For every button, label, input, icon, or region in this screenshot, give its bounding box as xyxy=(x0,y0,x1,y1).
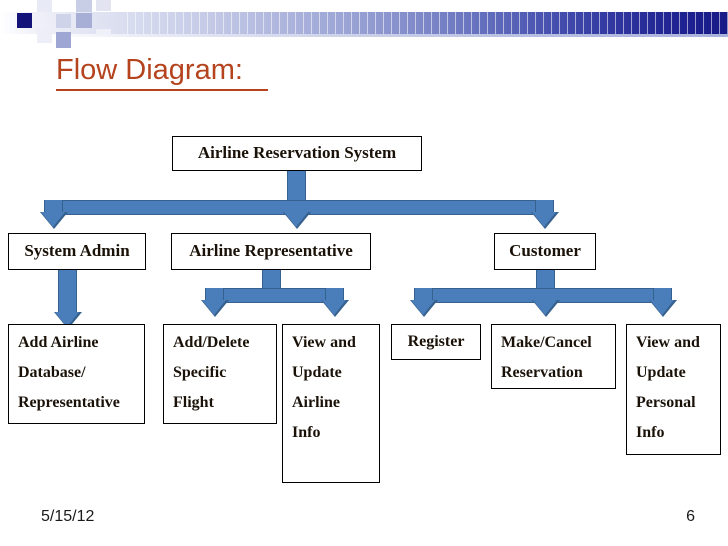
connector-stem-add-airline-db xyxy=(58,270,77,314)
node-view-update-airline-info[interactable]: View and Update Airline Info xyxy=(282,324,380,483)
connector-stem-system-admin xyxy=(44,200,63,214)
connector-stem-airline-rep xyxy=(262,270,281,292)
header-dark-square-decoration xyxy=(17,13,32,28)
node-line: Add Airline xyxy=(18,334,99,351)
page-title-underline xyxy=(56,89,268,91)
node-register[interactable]: Register xyxy=(391,324,481,360)
node-line: Personal xyxy=(636,394,696,411)
page-title: Flow Diagram: xyxy=(56,54,243,86)
connector-stem-customer-down xyxy=(536,270,555,292)
node-line: Specific xyxy=(173,364,227,381)
node-line: Make/Cancel xyxy=(501,334,592,351)
node-airline-representative[interactable]: Airline Representative xyxy=(171,233,371,270)
node-line: View and xyxy=(292,334,356,351)
node-line: Update xyxy=(292,364,342,381)
node-line: Flight xyxy=(173,394,214,411)
node-add-delete-specific-flight[interactable]: Add/Delete Specific Flight xyxy=(163,324,277,424)
node-add-airline-database[interactable]: Add Airline Database/ Representative xyxy=(8,324,145,424)
node-view-update-personal-info[interactable]: View and Update Personal Info xyxy=(626,324,721,455)
footer-page-number: 6 xyxy=(686,508,695,525)
node-line: Reservation xyxy=(501,364,583,381)
header-square-decoration xyxy=(56,14,71,28)
header-square-decoration xyxy=(76,0,92,12)
node-line: Info xyxy=(292,424,321,441)
connector-stem-view-update-airline xyxy=(325,288,344,302)
header-square-decoration xyxy=(37,0,52,12)
connector-bar-airline-rep xyxy=(205,288,344,303)
node-airline-reservation-system[interactable]: Airline Reservation System xyxy=(172,136,422,171)
connector-stem-register xyxy=(414,288,433,302)
header-square-decoration xyxy=(37,29,52,43)
header-square-decoration xyxy=(96,0,111,11)
node-line: View and xyxy=(636,334,700,351)
node-line: Representative xyxy=(18,394,120,411)
connector-stem-add-delete-flight xyxy=(205,288,224,302)
connector-stem-view-update-personal xyxy=(653,288,672,302)
node-line: Info xyxy=(636,424,665,441)
connector-root-stem xyxy=(287,171,306,204)
node-make-cancel-reservation[interactable]: Make/Cancel Reservation xyxy=(491,324,616,389)
header-stripe-overlay xyxy=(120,12,728,34)
node-line: Airline xyxy=(292,394,340,411)
footer-date: 5/15/12 xyxy=(41,508,95,525)
connector-stem-customer xyxy=(535,200,554,214)
node-system-admin[interactable]: System Admin xyxy=(8,233,146,270)
node-line: Database/ xyxy=(18,364,86,381)
header-square-decoration xyxy=(76,13,92,28)
header-underline xyxy=(0,34,728,37)
header-square-decoration xyxy=(56,32,71,48)
header-square-decoration xyxy=(96,29,111,35)
node-line: Update xyxy=(636,364,686,381)
node-line: Add/Delete xyxy=(173,334,250,351)
node-customer[interactable]: Customer xyxy=(494,233,596,270)
